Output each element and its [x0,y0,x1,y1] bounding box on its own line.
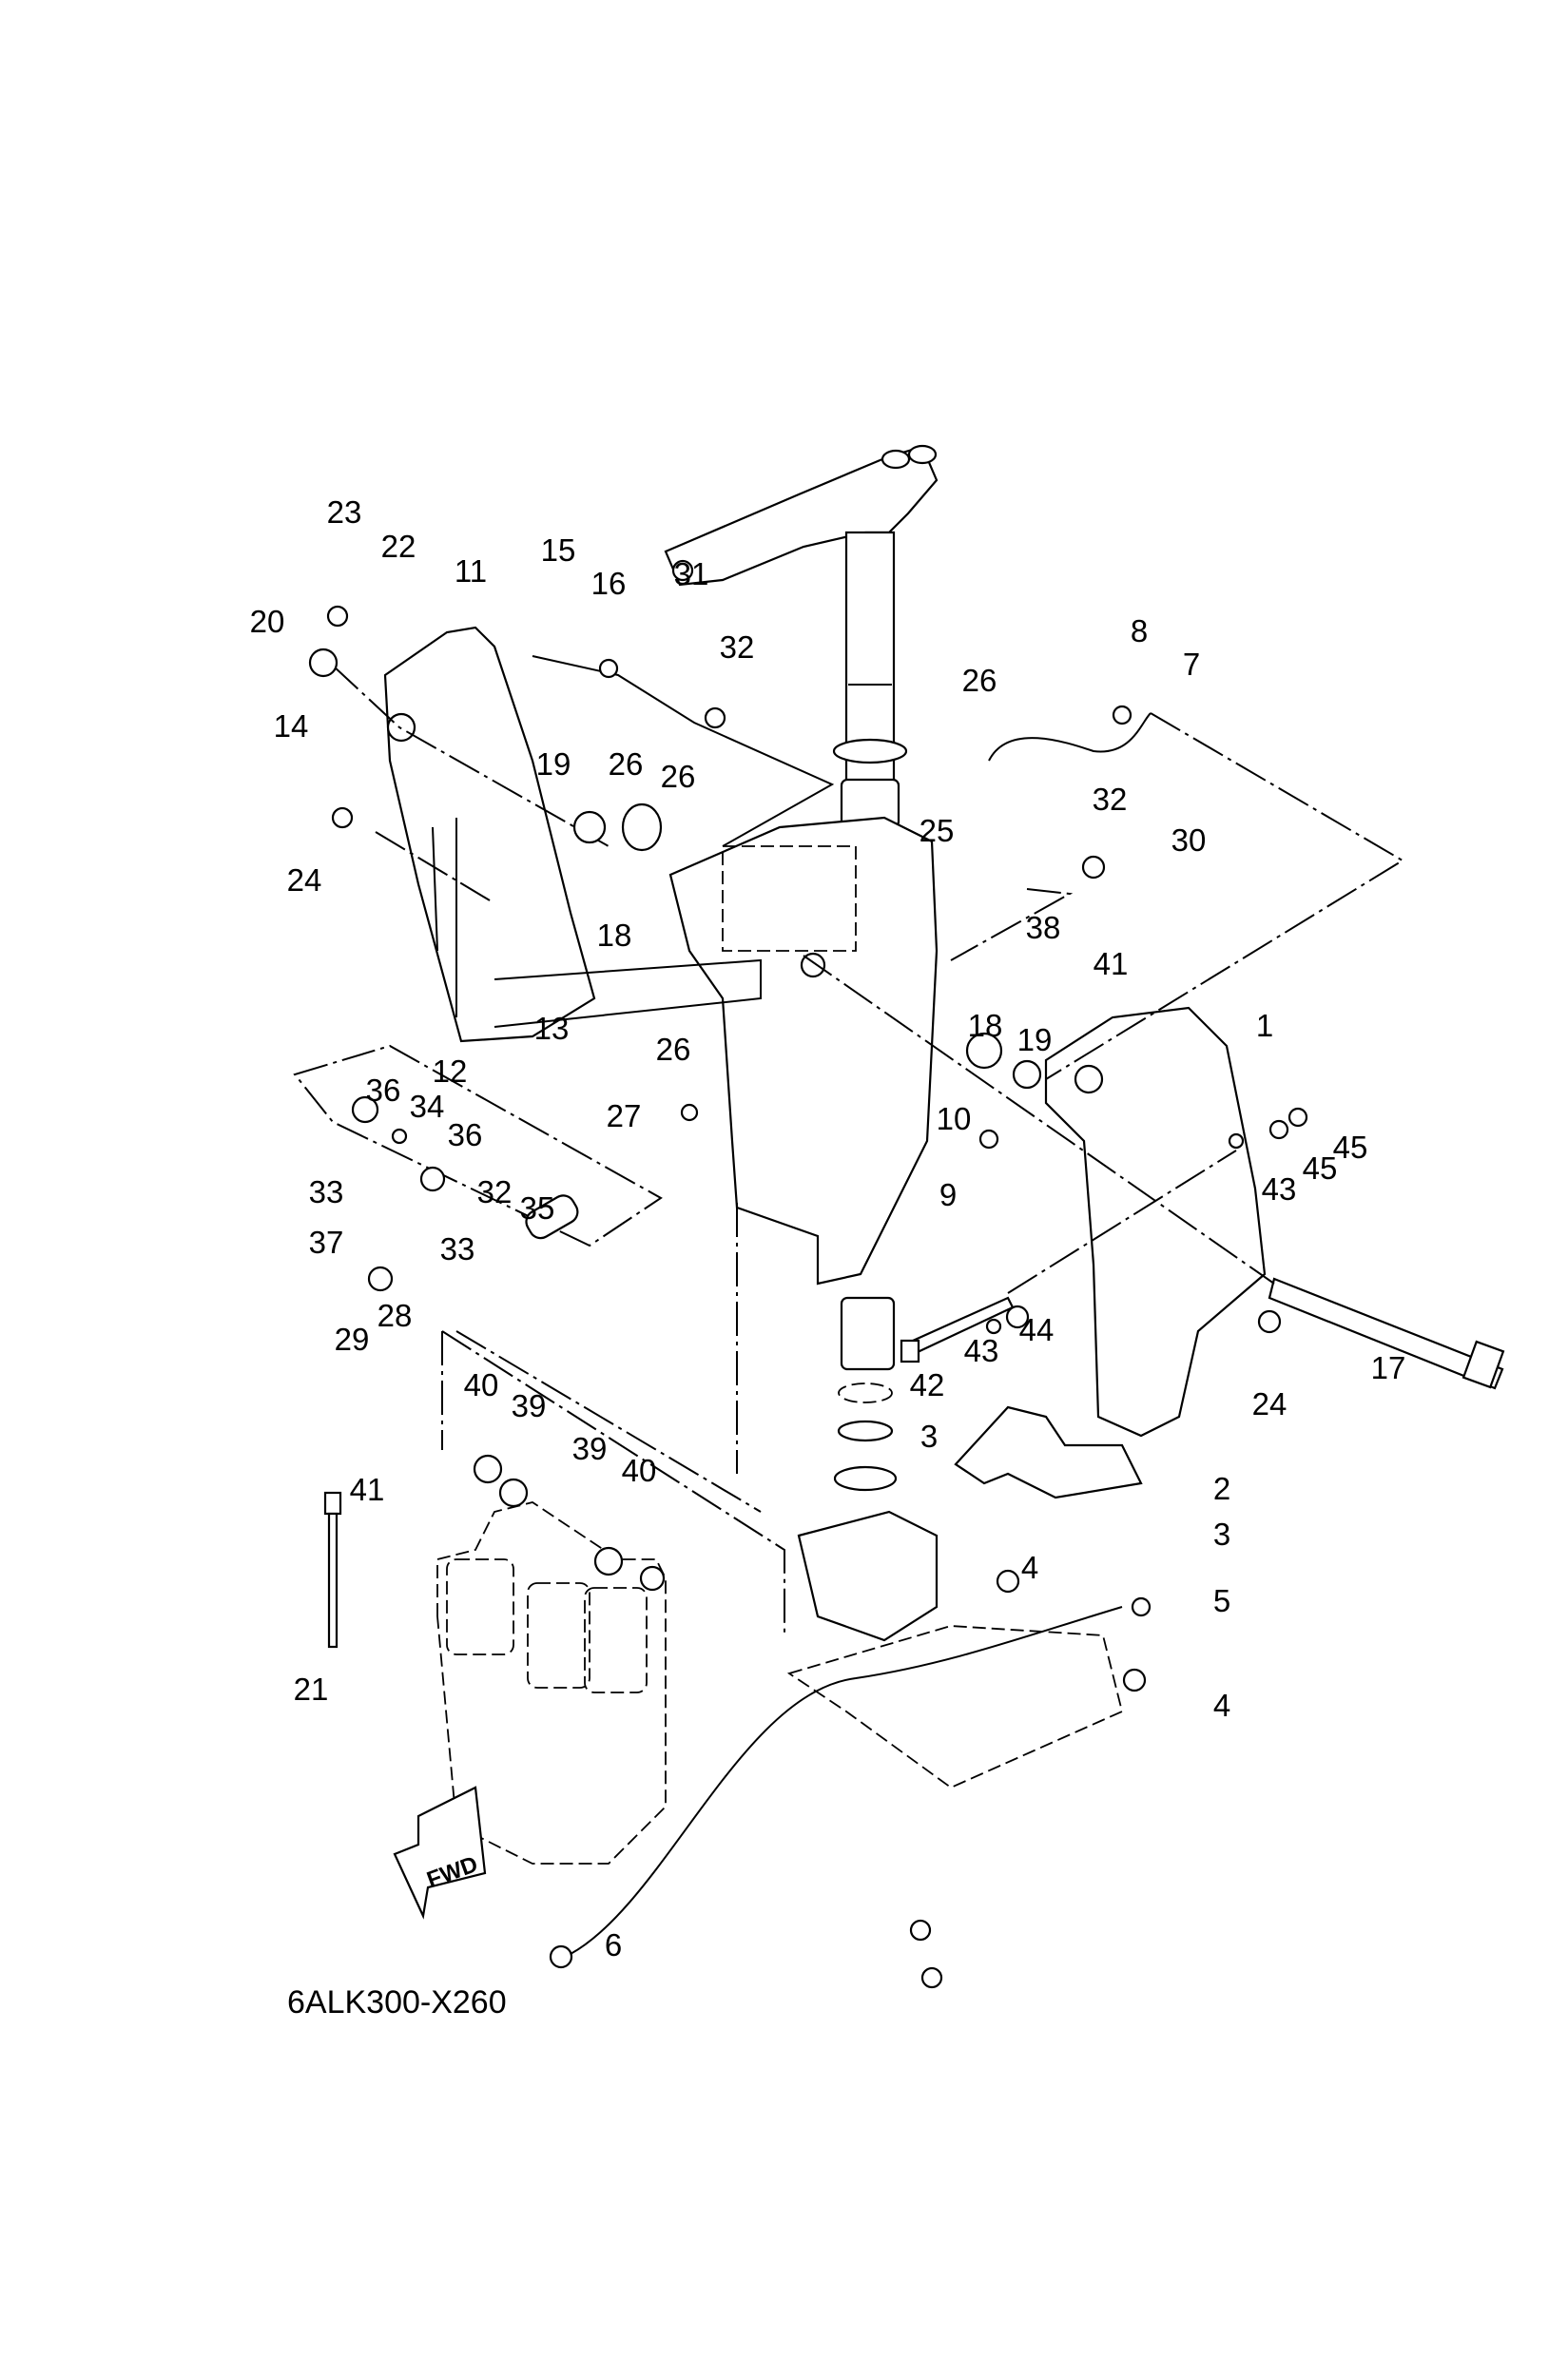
ground-lead-upper [988,712,1152,762]
callout-c8: 8 [1131,613,1148,648]
callout-c14: 14 [274,708,309,744]
callout-c41a: 41 [1094,946,1129,981]
callout-c4a: 4 [1021,1550,1038,1585]
callout-c40a: 40 [464,1367,499,1402]
callout-c19b: 19 [1017,1022,1053,1057]
callout-c41b: 41 [350,1472,385,1507]
callout-c45b: 45 [1333,1130,1368,1165]
callout-c26a: 26 [962,663,997,698]
callout-c20: 20 [250,604,285,639]
callout-c26b: 26 [609,746,644,782]
callout-c40b: 40 [622,1453,657,1488]
callout-c24b: 24 [1252,1386,1287,1421]
callout-c10: 10 [937,1101,972,1136]
callout-c2: 2 [1213,1471,1230,1506]
callout-c38: 38 [1026,910,1061,945]
cable-tie [323,1491,342,1649]
callout-c4b: 4 [1213,1688,1230,1723]
callout-c32a: 32 [720,629,755,665]
callout-c28: 28 [377,1298,413,1333]
callout-c23: 23 [327,494,362,530]
callout-c37: 37 [309,1225,344,1260]
callout-c39b: 39 [572,1431,608,1466]
callout-c11: 11 [455,553,487,589]
callout-c9: 9 [939,1177,957,1212]
callout-c3b: 3 [1213,1517,1230,1552]
callout-c6: 6 [605,1927,622,1963]
callout-c32c: 32 [477,1174,513,1209]
callout-c36b: 36 [448,1117,483,1152]
drawing-code: 6ALK300-X260 [287,1984,507,2021]
callout-c26d: 26 [656,1032,691,1067]
fasteners [308,605,1308,1989]
callout-c29: 29 [335,1322,370,1357]
callout-c3a: 3 [920,1419,938,1454]
callout-c22: 22 [381,529,416,564]
callout-c44: 44 [1019,1312,1055,1347]
swivel-bracket [668,816,939,1286]
callout-c31: 31 [674,556,709,591]
callout-c18a: 18 [597,918,632,953]
lower-mount-bracket [786,1510,1124,1789]
callout-c25: 25 [920,813,955,848]
power-trim-tilt-unit [436,1501,667,1865]
left-clamp-bracket [383,626,596,1043]
mount-bracket-2 [954,1405,1143,1499]
callout-labels: 1233445678910111213141516171818191920212… [250,494,1406,1963]
callout-c33b: 33 [440,1231,475,1267]
callout-c42: 42 [910,1367,945,1402]
callout-c12: 12 [433,1054,468,1089]
callout-c7: 7 [1183,647,1200,682]
callout-c43a: 43 [1262,1171,1297,1207]
callout-c21: 21 [294,1672,329,1707]
ground-lead [570,1606,1123,1955]
callout-c30: 30 [1171,822,1207,858]
callout-c16: 16 [591,566,627,601]
callout-c35: 35 [520,1190,555,1226]
callout-c36a: 36 [366,1073,401,1108]
callout-c18b: 18 [968,1008,1003,1043]
callout-c24a: 24 [287,862,322,898]
callout-c45a: 45 [1303,1150,1338,1186]
callout-c32b: 32 [1093,782,1128,817]
callout-c33a: 33 [309,1174,344,1209]
lower-bushings [833,1296,898,1492]
callout-c43b: 43 [964,1333,999,1368]
callout-c39a: 39 [512,1388,547,1423]
callout-c5: 5 [1213,1583,1230,1618]
tilt-tube [1268,1277,1505,1390]
callout-c15: 15 [541,532,576,568]
steering-arm [664,444,939,587]
callout-c27: 27 [607,1098,642,1133]
callout-c19a: 19 [536,746,571,782]
callout-c17: 17 [1371,1350,1406,1385]
callout-c1: 1 [1256,1008,1273,1043]
assembly-lines [293,655,1404,1635]
fwd-arrow-icon: FWD [393,1786,487,1920]
right-clamp-bracket [1044,1006,1267,1438]
callout-c26c: 26 [661,759,696,794]
callout-c13: 13 [534,1011,570,1046]
callout-c34: 34 [410,1089,445,1124]
